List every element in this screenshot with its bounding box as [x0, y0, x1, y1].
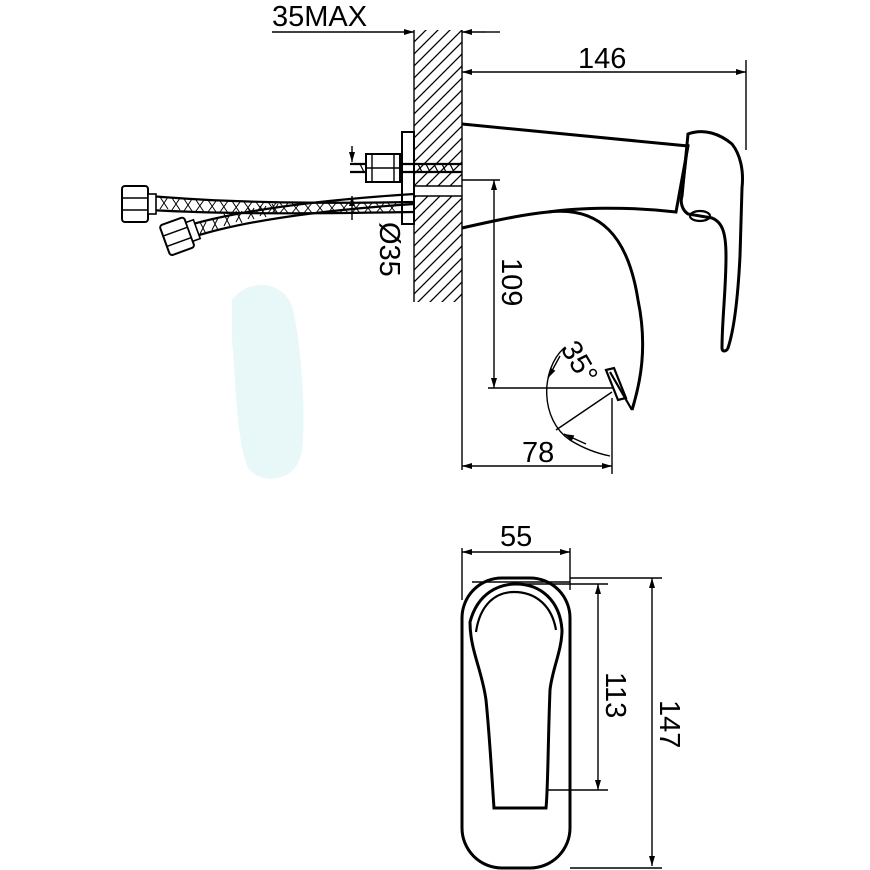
hose-fitting-lower [159, 216, 202, 256]
hose-fitting-upper [121, 185, 157, 223]
label-total-depth: 146 [578, 43, 626, 75]
braided-hose-lower [185, 192, 415, 240]
label-angle: 35° [554, 336, 604, 390]
lever-handle [679, 130, 744, 353]
dimension-total-depth [462, 60, 747, 150]
braided-hose-upper [149, 194, 415, 215]
dimension-spout-reach [462, 398, 613, 474]
dimension-width [461, 548, 571, 600]
dimension-angle [546, 347, 613, 457]
watermark-shape [232, 284, 304, 479]
label-wall-max: 35MAX [272, 1, 367, 33]
front-view: 55 113 147 [460, 521, 685, 870]
faucet-body-front [460, 576, 572, 870]
dimension-spout-height [462, 179, 612, 389]
label-spout-height: 109 [495, 258, 527, 306]
side-view: 35MAX 146 Ø35 109 35° [121, 1, 747, 474]
dimension-inner-height [516, 583, 608, 791]
label-inner-height: 113 [599, 672, 631, 718]
mounting-flange [401, 131, 415, 225]
wall-section [413, 30, 463, 470]
dimension-total-height [570, 577, 662, 869]
faucet-body-side [461, 122, 690, 411]
hex-nut [365, 153, 401, 183]
label-width: 55 [500, 521, 532, 553]
label-spout-reach: 78 [522, 437, 554, 469]
label-hole-diameter: Ø35 [373, 222, 405, 277]
label-total-height: 147 [653, 700, 685, 748]
